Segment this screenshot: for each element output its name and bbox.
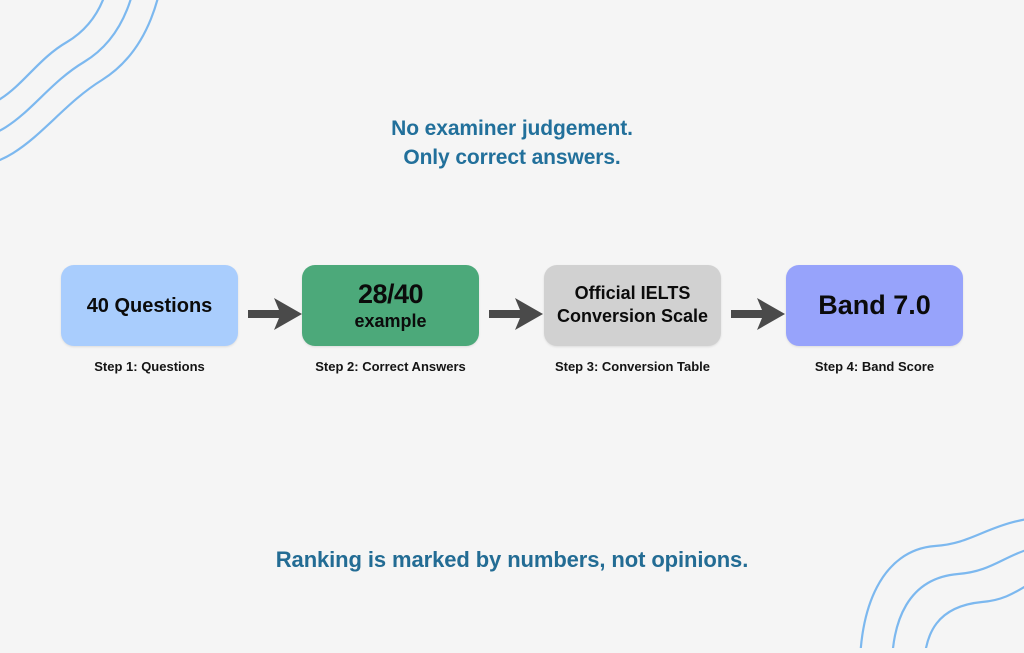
flow-step-main-text: Official IELTS	[574, 283, 691, 304]
flow-step-box: Band 7.0	[786, 265, 963, 346]
flow-step-main-text: 28/40	[357, 278, 424, 309]
arrow-right-icon	[729, 293, 787, 335]
flow-step-questions[interactable]: 40 Questions Step 1: Questions	[49, 265, 250, 374]
flow-step-caption: Step 1: Questions	[94, 359, 205, 374]
arrow-right-icon	[246, 293, 304, 335]
flow-step-box: 28/40 example	[302, 265, 479, 346]
flow-step-conversion-scale[interactable]: Official IELTS Conversion Scale Step 3: …	[531, 265, 734, 374]
headline-line-2: Only correct answers.	[403, 146, 621, 169]
flow-step-box: Official IELTS Conversion Scale	[544, 265, 721, 346]
flow-step-box: 40 Questions	[61, 265, 238, 346]
headline-line-1: No examiner judgement.	[391, 117, 633, 140]
flow-step-correct-answers[interactable]: 28/40 example Step 2: Correct Answers	[289, 265, 492, 374]
flow-diagram: 40 Questions Step 1: Questions 28/40 exa…	[0, 265, 1024, 385]
flow-step-band-score[interactable]: Band 7.0 Step 4: Band Score	[773, 265, 976, 374]
arrow-right-icon	[487, 293, 545, 335]
flow-step-caption: Step 2: Correct Answers	[315, 359, 466, 374]
flow-step-caption: Step 3: Conversion Table	[554, 359, 711, 374]
flow-step-main-text: 40 Questions	[86, 294, 213, 317]
flow-step-main-text: Band 7.0	[818, 289, 931, 320]
headline: No examiner judgement. Only correct answ…	[0, 114, 1024, 172]
flow-step-sub-text: Conversion Scale	[556, 306, 709, 327]
flow-step-sub-text: example	[354, 310, 427, 331]
footer-caption: Ranking is marked by numbers, not opinio…	[275, 547, 749, 572]
flow-step-caption: Step 4: Band Score	[814, 359, 935, 374]
